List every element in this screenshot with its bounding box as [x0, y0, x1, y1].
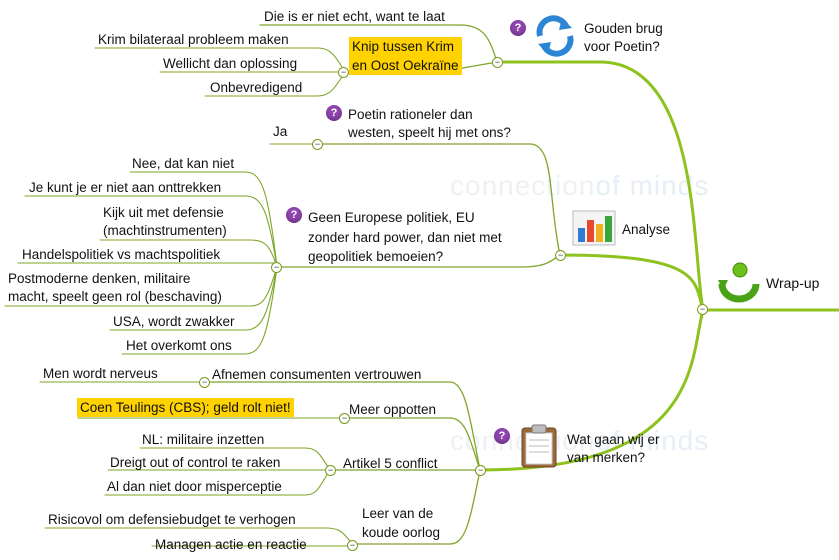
node-nee[interactable]: Nee, dat kan niet [132, 156, 235, 171]
collapse-root[interactable]: − [697, 304, 708, 315]
collapse-artikel5[interactable]: − [325, 465, 336, 476]
bar-chart-icon[interactable] [572, 210, 616, 246]
node-onbevredigend[interactable]: Onbevredigend [210, 80, 303, 95]
link-afnemen [204, 381, 481, 471]
node-nerveus[interactable]: Men wordt nerveus [43, 366, 158, 381]
collapse-geen[interactable]: − [271, 262, 282, 273]
leer-line1[interactable]: Leer van de [362, 506, 434, 521]
link-leer [351, 469, 481, 545]
link-nee [129, 171, 278, 268]
merken-line1[interactable]: Wat gaan wij er [567, 432, 660, 447]
watermark-text-4: of minds [595, 425, 710, 456]
knip-line2: en Oost Oekraïne [349, 56, 462, 75]
node-risico[interactable]: Risicovol om defensiebudget te verhogen [48, 512, 296, 527]
node-knip[interactable]: Knip tussen Krim en Oost Oekraïne [349, 37, 462, 75]
question-icon-poetin: ? [326, 105, 342, 121]
geen-line3[interactable]: geopolitiek bemoeien? [308, 249, 444, 264]
node-krim[interactable]: Krim bilateraal probleem maken [98, 32, 289, 47]
root-label: Wrap-up [766, 275, 820, 291]
collapse-poetin[interactable]: − [312, 139, 323, 150]
link-usa [109, 266, 278, 331]
gouden-brug-line1[interactable]: Gouden brug [584, 21, 663, 36]
node-defensie-line1[interactable]: Kijk uit met defensie [103, 205, 224, 220]
link-poetin [317, 143, 561, 256]
question-icon-merken: ? [494, 428, 510, 444]
node-managen[interactable]: Managen actie en reactie [155, 537, 307, 552]
node-handel[interactable]: Handelspolitiek vs machtspolitiek [22, 247, 221, 262]
node-usa[interactable]: USA, wordt zwakker [113, 314, 235, 329]
clipboard-icon[interactable] [520, 424, 558, 468]
collapse-analyse[interactable]: − [555, 250, 566, 261]
link-postmodern [4, 266, 278, 307]
blue-sync-arrows-icon[interactable] [532, 14, 578, 58]
geen-line2[interactable]: zonder hard power, dan niet met [308, 230, 502, 245]
node-ja[interactable]: Ja [273, 124, 288, 139]
poetin-line2[interactable]: westen, speelt hij met ons? [348, 125, 511, 140]
collapse-afnemen[interactable]: − [199, 377, 210, 388]
collapse-oppotten[interactable]: − [339, 413, 350, 424]
node-nl[interactable]: NL: militaire inzetten [142, 432, 265, 447]
link-defensie [99, 239, 278, 268]
collapse-merken[interactable]: − [475, 465, 486, 476]
question-icon-gouden: ? [510, 20, 526, 36]
node-artikel5[interactable]: Artikel 5 conflict [343, 456, 438, 471]
link-die-is [259, 24, 498, 63]
poetin-line1[interactable]: Poetin rationeler dan [348, 107, 473, 122]
node-die-is[interactable]: Die is er niet echt, want te laat [264, 9, 445, 24]
link-oppotten [344, 417, 481, 471]
node-wellicht[interactable]: Wellicht dan oplossing [163, 56, 298, 71]
knip-line1: Knip tussen Krim [349, 37, 462, 56]
collapse-gouden[interactable]: − [492, 57, 503, 68]
question-icon-geen: ? [286, 207, 302, 223]
branch-trunk-top [495, 60, 705, 312]
leer-line2[interactable]: koude oorlog [362, 525, 441, 540]
gouden-brug-line2[interactable]: voor Poetin? [584, 39, 660, 54]
watermark-text-1: connection [450, 170, 596, 201]
refresh-arrow-icon [718, 262, 760, 303]
node-dreigt[interactable]: Dreigt out of control te raken [110, 455, 281, 470]
node-oppotten[interactable]: Meer oppotten [349, 402, 437, 417]
collapse-knip[interactable]: − [338, 67, 349, 78]
node-postmodern-line1[interactable]: Postmoderne denken, militaire [8, 271, 191, 286]
link-overkomt [121, 266, 278, 355]
link-onttrekken [24, 195, 278, 268]
node-onttrekken[interactable]: Je kunt je er niet aan onttrekken [29, 180, 222, 195]
geen-line1[interactable]: Geen Europese politiek, EU [308, 210, 475, 225]
node-overkomt[interactable]: Het overkomt ons [126, 338, 232, 353]
node-coen[interactable]: Coen Teulings (CBS); geld rolt niet! [77, 398, 294, 417]
merken-line2[interactable]: van merken? [567, 450, 646, 465]
branch-trunk-mid [558, 253, 705, 312]
node-afnemen[interactable]: Afnemen consumenten vertrouwen [212, 367, 422, 382]
collapse-leer[interactable]: − [347, 540, 358, 551]
node-postmodern-line2[interactable]: macht, speelt geen rol (beschaving) [8, 289, 222, 304]
node-defensie-line2[interactable]: (machtinstrumenten) [103, 223, 227, 238]
analyse-label[interactable]: Analyse [622, 222, 671, 237]
root-node[interactable]: Wrap-up [716, 258, 836, 308]
node-misperceptie[interactable]: Al dan niet door misperceptie [107, 479, 282, 494]
